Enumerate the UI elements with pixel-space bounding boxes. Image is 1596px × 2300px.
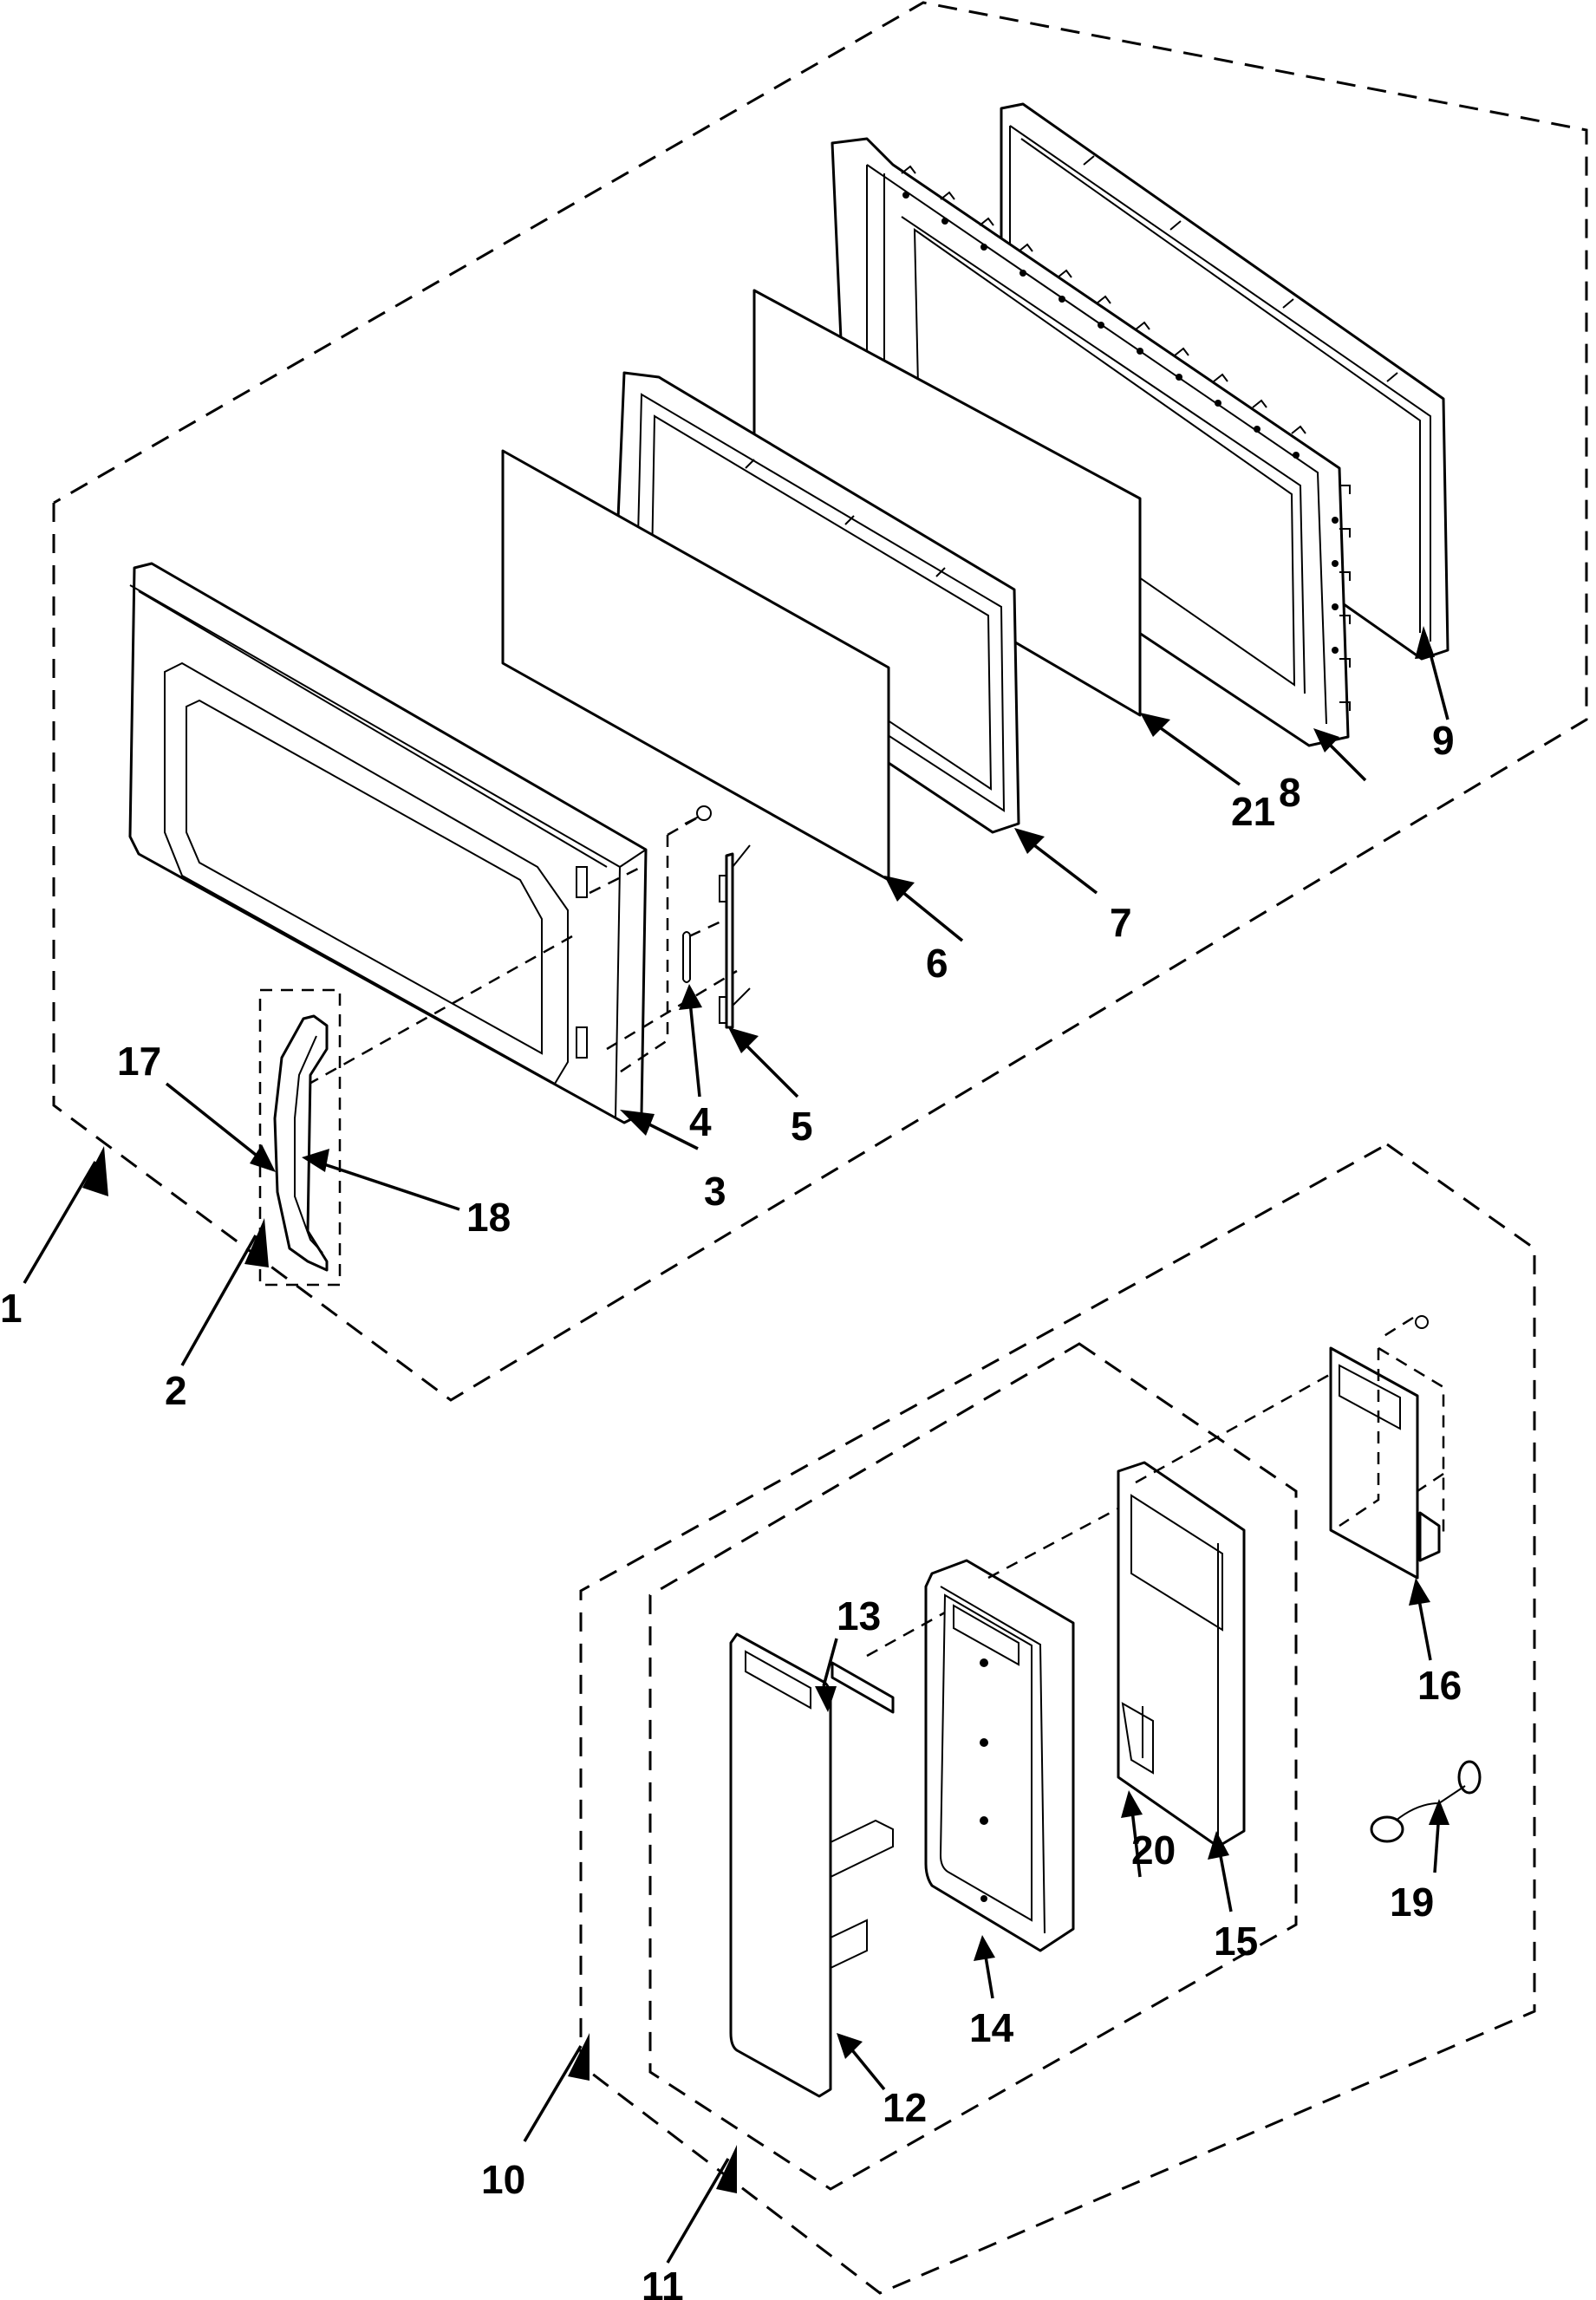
part-15-bracket: [1117, 1461, 1246, 1848]
leader-lines: [23, 626, 1449, 2264]
control-panel-sub-assembly-boundary: [648, 1342, 1298, 2191]
callout-20: 20: [1131, 1828, 1176, 1873]
callout-16: 16: [1417, 1663, 1462, 1708]
callout-3: 3: [704, 1169, 726, 1214]
callout-14: 14: [969, 2005, 1014, 2050]
callout-17: 17: [117, 1039, 161, 1084]
callout-9: 9: [1432, 718, 1455, 763]
part-4-spring: [682, 931, 691, 983]
part-8-door-panel: [831, 137, 1351, 747]
handle-assembly-boundary: [258, 988, 342, 1287]
part-21-sheet: [752, 289, 1142, 717]
callout-18: 18: [466, 1195, 511, 1240]
part-13-display-window: [831, 1661, 895, 1714]
callout-6: 6: [926, 941, 948, 986]
screw-icon: [684, 805, 712, 824]
callout-13: 13: [837, 1593, 881, 1639]
callout-10: 10: [481, 2157, 525, 2202]
assembly-guide-line: [866, 1372, 1332, 1658]
callout-12: 12: [883, 2085, 927, 2130]
part-5-latch-lever: [719, 844, 751, 1029]
callout-1: 1: [0, 1286, 23, 1331]
callout-11: 11: [642, 2264, 684, 2300]
callout-2: 2: [165, 1368, 187, 1413]
callout-15: 15: [1214, 1919, 1258, 1964]
callout-19: 19: [1390, 1880, 1434, 1925]
part-17-handle: [273, 1014, 329, 1272]
door-assembly-boundary: [52, 1, 1588, 1402]
part-14-control-frame: [924, 1559, 1075, 1952]
part-16-pcb: [1329, 1315, 1445, 1580]
callout-5: 5: [791, 1104, 813, 1149]
part-19-cable: [1370, 1760, 1482, 1843]
control-panel-assembly-boundary: [579, 1143, 1536, 2295]
callout-4: 4: [689, 1099, 712, 1144]
callout-7: 7: [1110, 900, 1132, 945]
callout-8: 8: [1279, 770, 1301, 815]
assembly-guide-line: [285, 813, 738, 1098]
callout-21: 21: [1231, 789, 1275, 834]
part-12-keypad: [729, 1632, 894, 2098]
